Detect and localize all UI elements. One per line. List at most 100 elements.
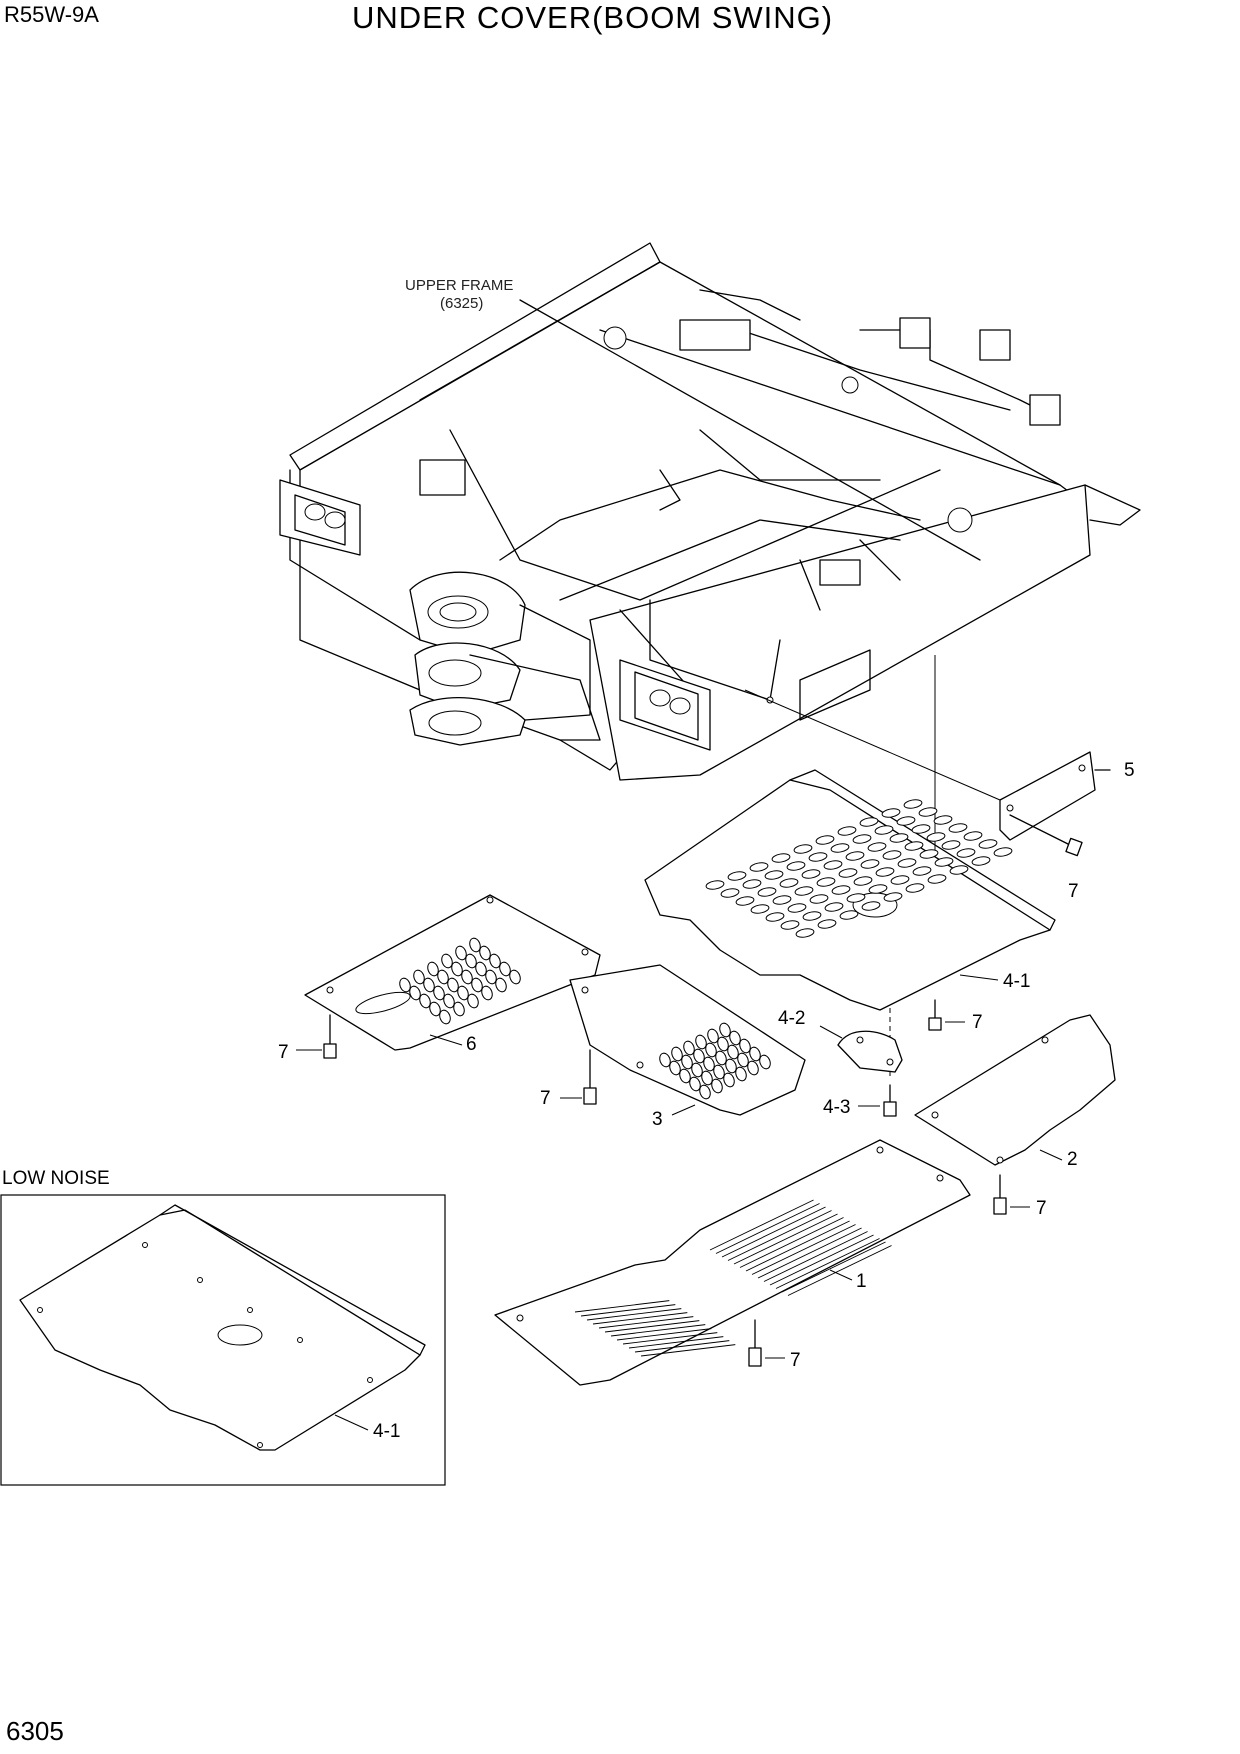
part-2-cover: [914, 1014, 1116, 1166]
perforation: [853, 876, 873, 886]
perforation: [479, 945, 491, 961]
louver-slot: [715, 1203, 820, 1254]
perforation: [750, 904, 770, 914]
perforation: [742, 879, 762, 889]
boom-swing-bracket: [409, 571, 601, 746]
perforation: [749, 1046, 761, 1062]
part-5-plate: [999, 751, 1111, 857]
bolt-7-part3: [583, 1049, 597, 1105]
perforation: [815, 835, 835, 845]
perforation: [723, 1072, 735, 1088]
perforation: [846, 893, 866, 903]
perforation: [771, 853, 791, 863]
callout-4-3: 4-3: [823, 1097, 850, 1118]
perforation: [787, 903, 807, 913]
louver-slot: [757, 1227, 862, 1279]
perforation: [749, 862, 769, 872]
upper-frame-ref: (6325): [440, 295, 483, 312]
perforation: [720, 888, 740, 898]
perforation: [963, 831, 983, 841]
perforation: [823, 860, 843, 870]
perforation: [485, 969, 497, 985]
page-title: UNDER COVER(BOOM SWING): [352, 0, 834, 35]
part-1-cover: [494, 1139, 971, 1386]
perforation: [883, 892, 903, 902]
perforation: [699, 1084, 711, 1100]
low-noise-inset: [0, 1194, 446, 1486]
perforation: [719, 1022, 731, 1038]
louver-slot: [580, 1304, 676, 1317]
louver-slot: [745, 1220, 850, 1272]
perforation: [701, 1070, 713, 1086]
perforation: [934, 857, 954, 867]
perforation: [802, 911, 822, 921]
perforation: [465, 953, 477, 969]
part-4-3-bolt: [883, 1084, 897, 1117]
perforation: [852, 834, 872, 844]
bolt-7-part2: [993, 1174, 1007, 1215]
perforation: [809, 894, 829, 904]
perforation: [419, 993, 431, 1009]
perforation: [948, 823, 968, 833]
perforation: [437, 969, 449, 985]
callout-7-part3: 7: [540, 1088, 551, 1109]
perforation: [903, 799, 923, 809]
perforation: [875, 867, 895, 877]
perforation: [926, 832, 946, 842]
louver-slot: [628, 1336, 724, 1349]
perforation: [874, 825, 894, 835]
bolt-7-part1: [748, 1319, 762, 1367]
perforation: [679, 1068, 691, 1084]
perforation: [904, 841, 924, 851]
perforation: [795, 928, 815, 938]
louver-slot: [586, 1308, 682, 1321]
louver-slot: [604, 1320, 700, 1333]
perforation: [912, 866, 932, 876]
perforation: [499, 961, 511, 977]
perforation: [816, 877, 836, 887]
louver-slot: [598, 1316, 694, 1329]
louver-slot: [574, 1300, 670, 1313]
perforation: [735, 1066, 747, 1082]
perforation: [681, 1054, 693, 1070]
perforation: [978, 839, 998, 849]
perforation: [739, 1038, 751, 1054]
louver-slot: [622, 1332, 718, 1345]
louver-slot: [751, 1224, 856, 1275]
callout-7-part6: 7: [278, 1042, 289, 1063]
perforation: [399, 977, 411, 993]
louver-slot: [787, 1245, 892, 1296]
perforation: [919, 849, 939, 859]
perforation: [786, 861, 806, 871]
perforation: [703, 1056, 715, 1072]
perforation: [695, 1034, 707, 1050]
perforation: [691, 1062, 703, 1078]
perforation: [897, 858, 917, 868]
perforation: [881, 808, 901, 818]
perforation: [831, 885, 851, 895]
perforation: [443, 993, 455, 1009]
louver-slot: [739, 1217, 844, 1268]
perforation: [509, 969, 521, 985]
perforation: [772, 895, 792, 905]
louver-slot: [727, 1210, 832, 1261]
perforation: [765, 912, 785, 922]
perforation: [729, 1030, 741, 1046]
part-3-cover: [569, 964, 806, 1116]
louver-slot: [733, 1213, 838, 1265]
perforation: [793, 844, 813, 854]
perforation: [867, 842, 887, 852]
perforation: [461, 969, 473, 985]
perforation: [481, 985, 493, 1001]
perforation: [441, 953, 453, 969]
perforation: [727, 871, 747, 881]
louver-slot: [592, 1312, 688, 1325]
louver-slot: [709, 1199, 814, 1251]
perforation: [689, 1076, 701, 1092]
perforation: [918, 807, 938, 817]
inset-callout-4-1: 4-1: [373, 1421, 400, 1442]
callout-7-part4-1: 7: [972, 1012, 983, 1033]
perforation: [911, 824, 931, 834]
louver-slot: [721, 1206, 826, 1258]
